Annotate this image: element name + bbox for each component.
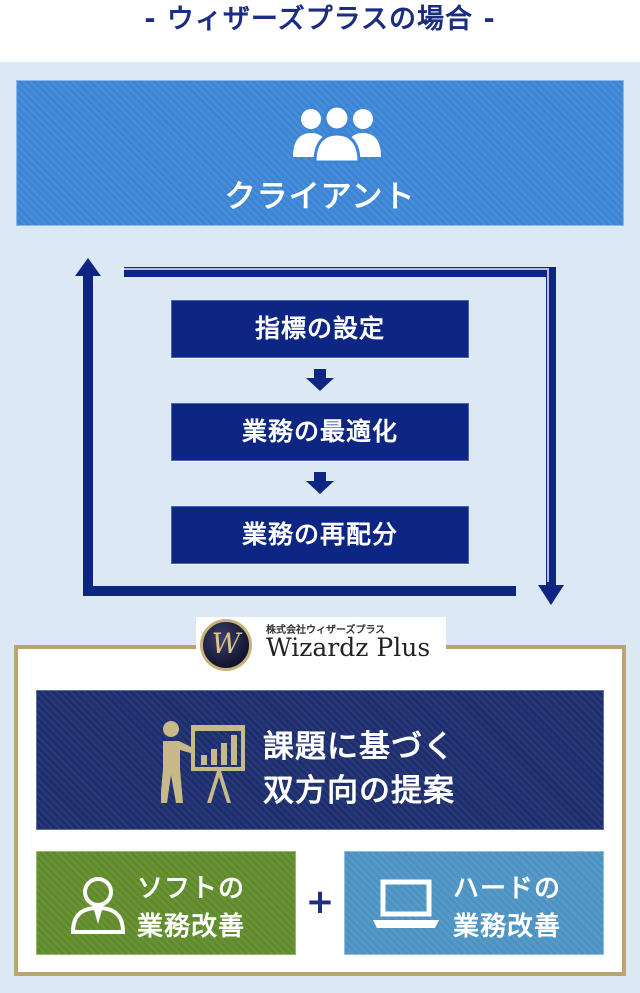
client-label: クライアント [224,179,416,215]
client-box: クライアント [16,80,624,226]
software-improvement-box: ソフトの 業務改善 [36,851,296,955]
company-logo: W 株式会社ウィザーズプラス Wizardz Plus [196,617,446,673]
logo-emblem: W [200,619,252,671]
down-arrow-icon [306,369,334,391]
people-group-icon [293,105,381,163]
proposal-title-line-1: 課題に基づく [263,729,455,765]
laptop-icon [373,879,439,928]
step-set-indicators: 指標の設定 [171,300,469,358]
step-optimize-work: 業務の最適化 [171,403,469,461]
proposal-box: 課題に基づく 双方向の提案 [36,690,604,830]
page-heading: - ウィザーズプラスの場合 - [144,4,496,35]
hardware-improvement-box: ハードの 業務改善 [344,851,604,955]
presenter-chart-icon [161,721,245,803]
step-redistribute-work: 業務の再配分 [171,506,469,564]
software-title-line-2: 業務改善 [137,912,246,942]
logo-company-name: Wizardz Plus [266,633,431,662]
down-arrow-icon [306,472,334,494]
software-title-line-1: ソフトの [137,874,246,904]
user-icon [70,877,126,934]
hardware-title-line-1: ハードの [453,874,562,904]
logo-emblem-letter: W [211,627,241,660]
logo-company-name-jp: 株式会社ウィザーズプラス [266,625,386,636]
proposal-title-line-2: 双方向の提案 [263,773,455,809]
plus-sign: + [305,882,335,922]
hardware-title-line-2: 業務改善 [453,912,562,942]
